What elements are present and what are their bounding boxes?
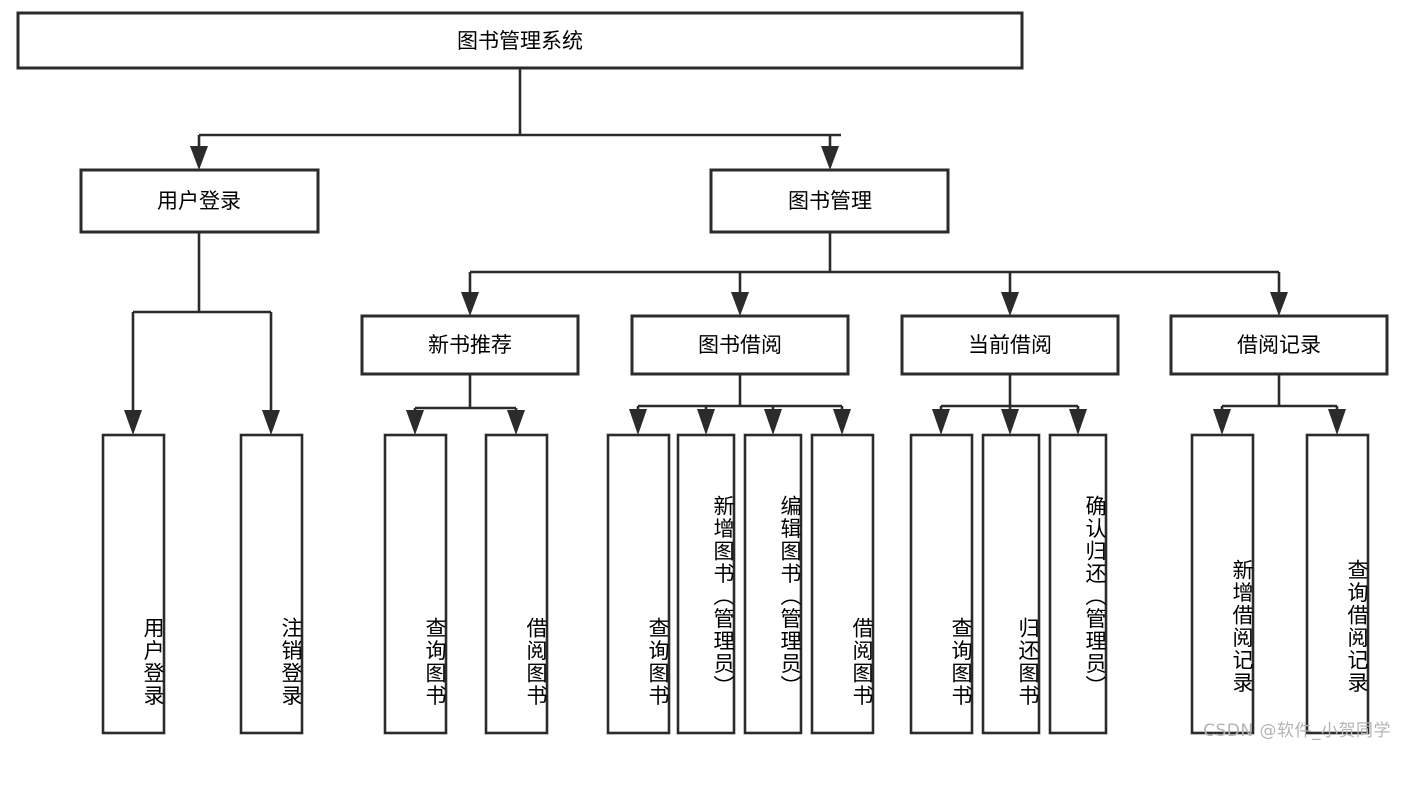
- node-leaf-return-book-box[interactable]: [981, 433, 1041, 735]
- arrow-head-icon: [1069, 409, 1087, 435]
- node-leaf-borrow-book-2-box[interactable]: [810, 433, 875, 735]
- node-leaf-confirm-return-box[interactable]: [1048, 433, 1108, 735]
- connector-current-borrow-to-leaves: [932, 374, 1087, 435]
- node-book-borrow-label: 图书借阅: [698, 333, 782, 357]
- arrow-head-icon: [1001, 292, 1019, 316]
- node-book-manage-label: 图书管理: [788, 189, 872, 213]
- node-leaf-user-login-box[interactable]: [101, 433, 166, 735]
- arrow-head-icon: [262, 410, 280, 435]
- arrow-head-icon: [1213, 409, 1231, 435]
- leaf-boxes: [101, 433, 1370, 735]
- diagram-canvas: 图书管理系统 用户登录 图书管理 新书推荐 图书借阅 当前借阅 借阅记录: [16, 11, 1391, 741]
- connector-new-book-rec-to-leaves: [406, 374, 525, 435]
- connector-book-manage-to-level2: [461, 232, 1288, 316]
- node-borrow-record[interactable]: 借阅记录: [1169, 314, 1389, 376]
- node-leaf-add-book-box[interactable]: [676, 433, 736, 735]
- node-leaf-borrow-book-1-box[interactable]: [484, 433, 549, 735]
- node-root[interactable]: 图书管理系统: [16, 11, 1024, 70]
- hierarchy-diagram: 图书管理系统 用户登录 图书管理 新书推荐 图书借阅 当前借阅 借阅记录: [16, 11, 1389, 735]
- node-user-login-box[interactable]: [79, 168, 320, 234]
- arrow-head-icon: [629, 409, 647, 435]
- node-new-book-rec-box[interactable]: [360, 314, 580, 376]
- node-leaf-query-record-box[interactable]: [1305, 433, 1370, 735]
- node-leaf-query-book-1-box[interactable]: [383, 433, 448, 735]
- arrow-head-icon: [1001, 409, 1019, 435]
- arrow-head-icon: [821, 146, 839, 170]
- node-root-box[interactable]: [16, 11, 1024, 70]
- arrow-head-icon: [731, 292, 749, 316]
- node-leaf-query-book-3-box[interactable]: [909, 433, 974, 735]
- node-root-label: 图书管理系统: [457, 29, 583, 53]
- arrow-head-icon: [190, 146, 208, 170]
- node-leaf-query-book-2-box[interactable]: [606, 433, 671, 735]
- connector-book-borrow-to-leaves: [629, 374, 851, 435]
- arrow-head-icon: [932, 409, 950, 435]
- arrow-head-icon: [461, 292, 479, 316]
- node-new-book-rec-label: 新书推荐: [428, 333, 512, 357]
- node-borrow-record-label: 借阅记录: [1237, 333, 1321, 357]
- node-borrow-record-box[interactable]: [1169, 314, 1389, 376]
- arrow-head-icon: [124, 410, 142, 435]
- csdn-watermark: CSDN @软件_小贺同学: [1203, 721, 1391, 741]
- node-user-login[interactable]: 用户登录: [79, 168, 320, 234]
- node-leaf-logout-box[interactable]: [239, 433, 304, 735]
- arrow-head-icon: [1328, 409, 1346, 435]
- connector-user-login-to-leaves: [124, 232, 280, 435]
- node-current-borrow-label: 当前借阅: [968, 333, 1052, 357]
- node-book-manage[interactable]: 图书管理: [709, 168, 950, 234]
- node-book-borrow[interactable]: 图书借阅: [630, 314, 850, 376]
- connector-borrow-record-to-leaves: [1213, 374, 1346, 435]
- arrow-head-icon: [507, 410, 525, 435]
- node-leaf-edit-book-box[interactable]: [743, 433, 803, 735]
- arrow-head-icon: [697, 409, 715, 435]
- node-new-book-rec[interactable]: 新书推荐: [360, 314, 580, 376]
- node-current-borrow[interactable]: 当前借阅: [900, 314, 1120, 376]
- arrow-head-icon: [406, 410, 424, 435]
- node-user-login-label: 用户登录: [157, 189, 241, 213]
- connector-root-to-level1: [190, 68, 841, 170]
- arrow-head-icon: [764, 409, 782, 435]
- arrow-head-icon: [1270, 292, 1288, 316]
- node-book-manage-box[interactable]: [709, 168, 950, 234]
- node-leaf-add-record-box[interactable]: [1190, 433, 1255, 735]
- node-current-borrow-box[interactable]: [900, 314, 1120, 376]
- node-book-borrow-box[interactable]: [630, 314, 850, 376]
- arrow-head-icon: [833, 409, 851, 435]
